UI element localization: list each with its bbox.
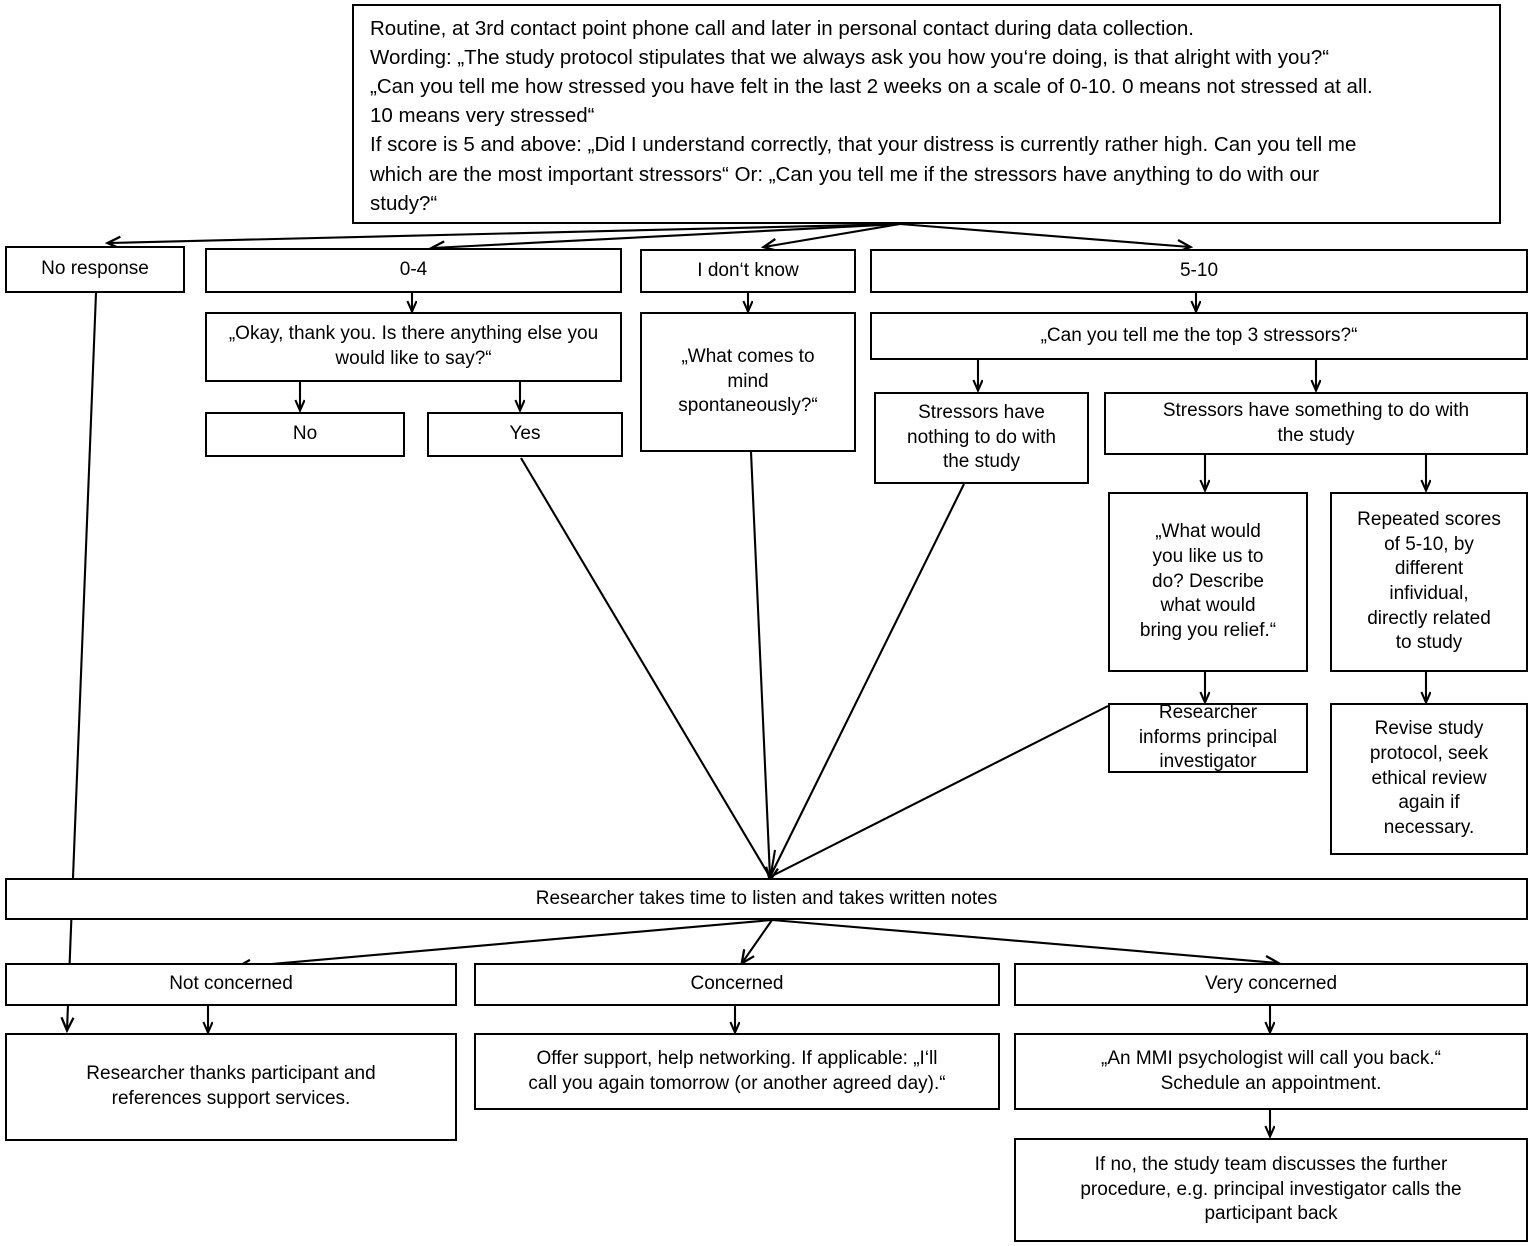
node-no-response-text: No response [41,258,149,280]
node-what-comes-to-mind-text: „What comes to mind spontaneously?“ [678,345,818,417]
node-what-would-you-like-text: „What would you like us to do? Describe … [1139,521,1277,642]
node-repeated-scores[interactable]: Repeated scores of 5-10, by different in… [1330,492,1528,672]
edge-whatcomes-to-listen [749,451,772,878]
node-mmi-psychologist-text: „An MMI psychologist will call you back.… [1101,1047,1441,1094]
node-researcher-informs-pi[interactable]: Researcher informs principal investigato… [1108,701,1308,773]
node-very-concerned-text: Very concerned [1204,973,1338,995]
edge-listen-to-concerned [742,919,773,963]
node-researcher-informs-pi-text: Researcher informs principal investigato… [1138,701,1278,773]
node-repeated-scores-text: Repeated scores of 5-10, by different in… [1357,508,1501,654]
node-answer-no[interactable]: No [205,412,405,457]
node-researcher-listens-text: Researcher takes time to listen and take… [535,887,998,909]
node-what-would-you-like[interactable]: „What would you like us to do? Describe … [1108,492,1308,672]
node-not-concerned[interactable]: Not concerned [5,963,457,1006]
edge-intro-to-5-10 [899,222,1190,247]
node-revise-protocol[interactable]: Revise study protocol, seek ethical revi… [1330,703,1528,855]
node-answer-yes[interactable]: Yes [427,412,623,457]
node-researcher-listens[interactable]: Researcher takes time to listen and take… [5,878,1528,920]
node-i-dont-know[interactable]: I don‘t know [640,249,856,293]
node-offer-support[interactable]: Offer support, help networking. If appli… [474,1033,1000,1110]
node-i-dont-know-text: I don‘t know [697,259,799,281]
node-top-3-stressors[interactable]: „Can you tell me the top 3 stressors?“ [870,312,1528,360]
node-concerned-text: Concerned [690,973,784,995]
node-concerned[interactable]: Concerned [474,963,1000,1006]
node-intro-wording-text: Routine, at 3rd contact point phone call… [370,17,1373,215]
node-score-0-4[interactable]: 0-4 [205,248,622,293]
node-very-concerned[interactable]: Very concerned [1014,963,1528,1006]
node-score-5-10-text: 5-10 [1179,259,1219,281]
node-researcher-thanks[interactable]: Researcher thanks participant and refere… [5,1033,457,1141]
node-offer-support-text: Offer support, help networking. If appli… [528,1047,946,1094]
node-intro-wording: Routine, at 3rd contact point phone call… [352,4,1501,224]
node-if-no-study-team-text: If no, the study team discusses the furt… [1080,1153,1462,1225]
node-mmi-psychologist[interactable]: „An MMI psychologist will call you back.… [1014,1033,1528,1110]
edge-whatwould-to-listen [769,705,1109,878]
node-stressors-something[interactable]: Stressors have something to do with the … [1104,392,1528,455]
edge-nothing-to-listen [769,483,965,878]
node-no-response[interactable]: No response [5,246,185,293]
edge-listen-to-very-concerned [771,918,1278,963]
node-stressors-nothing[interactable]: Stressors have nothing to do with the st… [874,392,1089,484]
edge-intro-to-no-response [108,222,901,243]
node-score-0-4-text: 0-4 [399,259,428,281]
edge-yes-to-listen [520,457,771,878]
edge-listen-to-not-concerned [238,918,773,967]
node-stressors-something-text: Stressors have something to do with the … [1162,399,1470,446]
node-okay-thank-you[interactable]: „Okay, thank you. Is there anything else… [205,312,622,382]
edge-intro-to-0-4 [432,222,901,248]
edge-intro-to-i-dont-know [764,222,901,247]
node-what-comes-to-mind[interactable]: „What comes to mind spontaneously?“ [640,312,856,452]
node-not-concerned-text: Not concerned [169,973,293,995]
node-score-5-10[interactable]: 5-10 [870,249,1528,293]
node-top-3-stressors-text: „Can you tell me the top 3 stressors?“ [1040,324,1358,346]
node-revise-protocol-text: Revise study protocol, seek ethical revi… [1369,718,1489,839]
node-answer-yes-text: Yes [509,423,541,445]
node-researcher-thanks-text: Researcher thanks participant and refere… [86,1063,376,1109]
node-answer-no-text: No [292,423,318,445]
node-if-no-study-team[interactable]: If no, the study team discusses the furt… [1014,1138,1528,1242]
node-okay-thank-you-text: „Okay, thank you. Is there anything else… [228,323,599,369]
edge-convergence-arrowhead [770,849,775,880]
node-stressors-nothing-text: Stressors have nothing to do with the st… [907,401,1056,473]
